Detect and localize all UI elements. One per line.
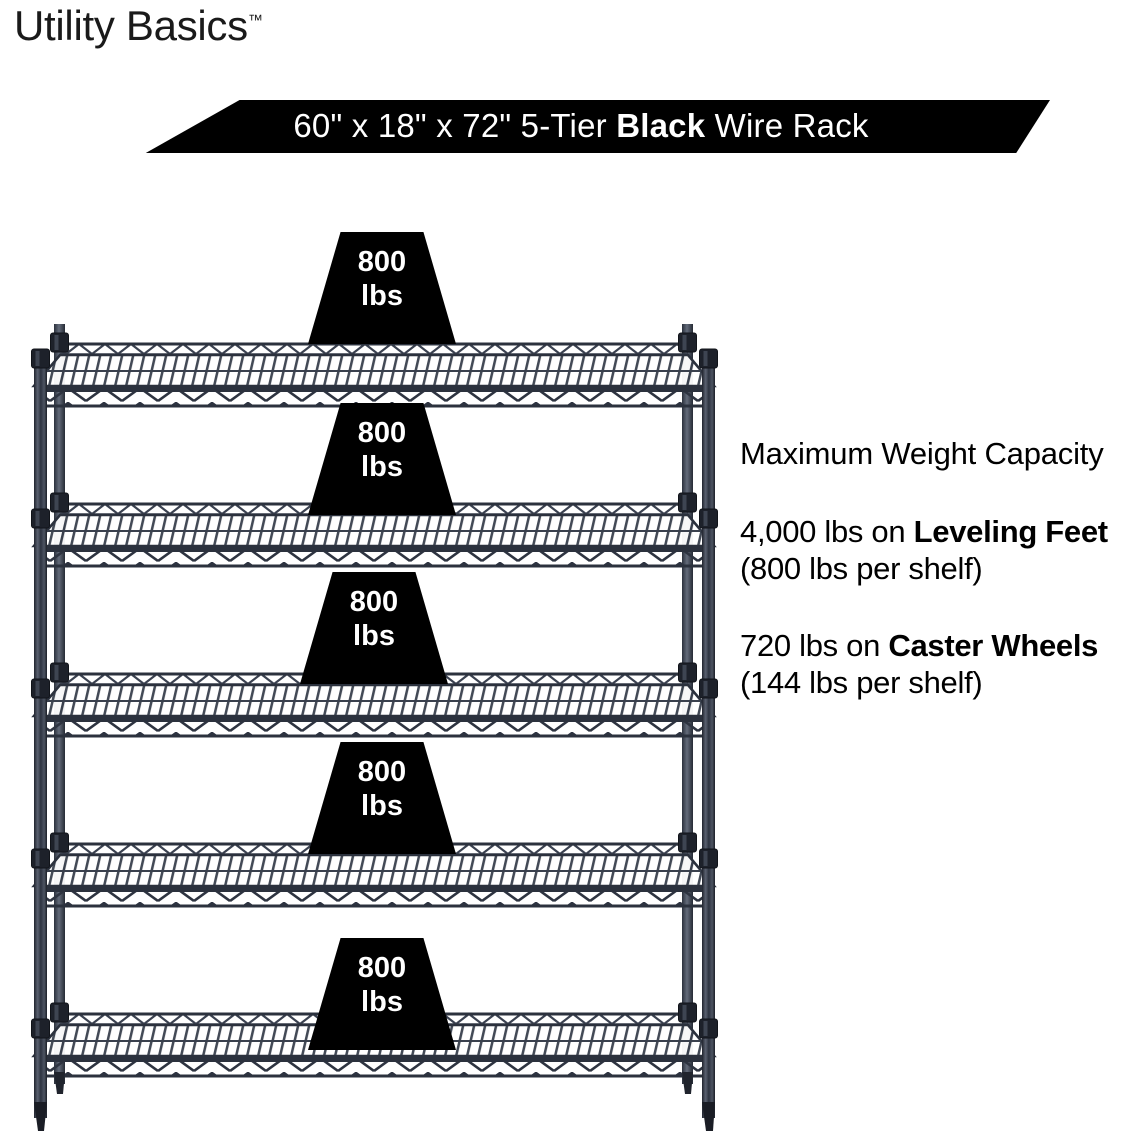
casters-emphasis: Caster Wheels — [888, 627, 1099, 663]
product-title-banner: 60" x 18" x 72" 5-Tier Black Wire Rack — [145, 100, 1050, 153]
leveling-prefix: 4,000 lbs on — [740, 513, 914, 549]
leveling-foot-front-right — [702, 1102, 715, 1131]
capacity-leveling-feet-text: 4,000 lbs on Leveling Feet (800 lbs per … — [740, 513, 1137, 587]
shelf-tier-1 — [32, 342, 716, 409]
casters-suffix: (144 lbs per shelf) — [740, 665, 983, 701]
wire-rack-svg — [31, 324, 718, 1131]
weight-badge-unit: lbs — [361, 985, 403, 1018]
weight-badge-value: 800 — [357, 246, 407, 278]
product-dimensions: 60" x 18" x 72" — [293, 107, 512, 144]
leveling-emphasis: Leveling Feet — [913, 513, 1109, 549]
product-color-word: Black — [616, 107, 706, 144]
wire-rack-illustration — [14, 196, 734, 1131]
brand-name: Utility Basics — [14, 2, 248, 49]
capacity-heading: Maximum Weight Capacity — [740, 436, 1104, 471]
product-title-text: 60" x 18" x 72" 5-Tier Black Wire Rack — [293, 107, 868, 146]
capacity-panel: Maximum Weight Capacity 4,000 lbs on Lev… — [740, 436, 1137, 701]
leveling-foot-back-right — [682, 1072, 693, 1094]
leveling-foot-back-left — [54, 1072, 65, 1094]
weight-badge-value: 800 — [357, 952, 407, 984]
weight-badge-value: 800 — [357, 756, 407, 788]
weight-badge-unit: lbs — [361, 789, 403, 822]
weight-badge-value: 800 — [349, 586, 399, 618]
casters-prefix: 720 lbs on — [740, 627, 889, 663]
weight-badge-unit: lbs — [353, 619, 395, 652]
leveling-foot-front-left — [34, 1102, 47, 1131]
leveling-suffix: (800 lbs per shelf) — [740, 550, 983, 586]
weight-badge-value: 800 — [357, 417, 407, 449]
capacity-caster-wheels-text: 720 lbs on Caster Wheels (144 lbs per sh… — [740, 627, 1137, 701]
rack-front-posts — [34, 356, 715, 1118]
brand-logo: Utility Basics™ — [14, 2, 263, 50]
leveling-feet — [34, 1072, 715, 1131]
weight-badge-unit: lbs — [361, 279, 403, 312]
product-tier: 5-Tier — [520, 107, 607, 144]
weight-badge-unit: lbs — [361, 450, 403, 483]
trademark-symbol: ™ — [247, 12, 263, 29]
product-type: Wire Rack — [714, 107, 869, 144]
